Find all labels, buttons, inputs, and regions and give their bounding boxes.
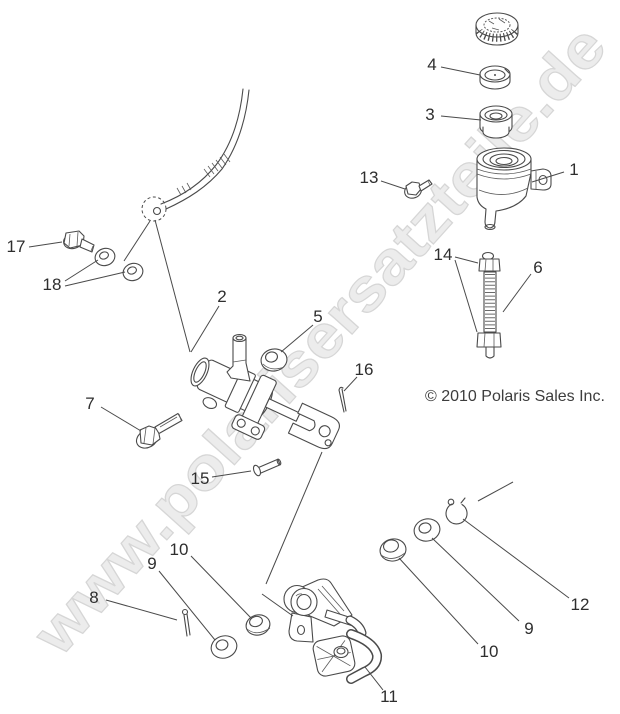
leader-line-9 xyxy=(158,570,216,641)
callout-5: 5 xyxy=(313,307,322,326)
callout-2: 2 xyxy=(217,287,226,306)
washer-9-left xyxy=(210,635,238,659)
sealing-washer-18a xyxy=(94,247,116,267)
reservoir-bolt xyxy=(404,179,433,199)
leader-line-2 xyxy=(190,305,220,353)
leader-line-18 xyxy=(64,259,99,282)
callout-12: 12 xyxy=(571,595,590,614)
leader-line-9 xyxy=(431,537,520,622)
brake-line xyxy=(160,88,250,210)
brake-hose xyxy=(476,251,502,359)
leader-line-3 xyxy=(440,115,482,121)
leader-line-4 xyxy=(440,66,481,76)
reservoir xyxy=(476,147,552,231)
leader-line-18 xyxy=(64,271,126,287)
callout-9: 9 xyxy=(147,554,156,573)
callout-13: 13 xyxy=(360,168,379,187)
hose-crimp-ticks xyxy=(176,153,231,196)
leader-line-11 xyxy=(364,666,384,691)
leader-line-8 xyxy=(105,599,178,621)
callout-9: 9 xyxy=(524,619,533,638)
callout-4: 4 xyxy=(427,55,436,74)
washer-9-right xyxy=(413,518,441,542)
leader-line-16 xyxy=(343,376,358,392)
master-cylinder xyxy=(190,333,341,450)
callout-6: 6 xyxy=(533,258,542,277)
diaphragm-seal xyxy=(479,105,513,139)
cotter-pin-upper xyxy=(338,386,347,413)
reservoir-cap xyxy=(475,12,519,46)
leader-line-14 xyxy=(454,256,479,264)
grommet xyxy=(260,348,288,372)
callout-16: 16 xyxy=(355,360,374,379)
bushing-10-right xyxy=(379,538,407,562)
assembly-line-5 xyxy=(477,481,514,502)
leader-line-6 xyxy=(502,273,532,313)
callout-11: 11 xyxy=(380,687,398,706)
leader-line-5 xyxy=(280,324,314,353)
bushing-10-left xyxy=(245,614,271,636)
callout-10: 10 xyxy=(170,540,189,559)
banjo-bolt xyxy=(63,230,95,253)
leader-line-12 xyxy=(462,518,570,599)
copyright-text: © 2010 Polaris Sales Inc. xyxy=(425,388,605,405)
assembly-line-1 xyxy=(123,220,151,262)
callout-18: 18 xyxy=(43,275,62,294)
callout-3: 3 xyxy=(425,105,434,124)
cotter-pin-lower xyxy=(181,608,191,637)
reservoir-port xyxy=(226,333,251,382)
leader-line-13 xyxy=(380,180,406,190)
assembly-line-4 xyxy=(261,593,294,617)
leader-line-14 xyxy=(454,259,478,333)
leader-lines xyxy=(28,66,570,691)
banjo-fitting xyxy=(141,196,167,222)
clevis-pin xyxy=(252,458,282,477)
leader-line-10 xyxy=(190,555,252,619)
leader-line-7 xyxy=(100,406,142,432)
callout-14: 14 xyxy=(434,245,453,264)
callout-10: 10 xyxy=(480,642,499,661)
callout-1: 1 xyxy=(569,160,578,179)
callout-7: 7 xyxy=(85,394,94,413)
callout-15: 15 xyxy=(191,469,210,488)
assembly-line-3 xyxy=(265,451,323,585)
leader-line-15 xyxy=(211,470,252,478)
pedal-assembly xyxy=(283,578,383,684)
assembly-line-2 xyxy=(154,219,191,353)
sealing-washer-18b xyxy=(122,262,144,282)
leader-line-17 xyxy=(28,241,63,248)
leader-line-10 xyxy=(398,557,479,645)
leader-line-1 xyxy=(531,171,565,183)
pedal-pad xyxy=(312,635,356,677)
mounting-bolt xyxy=(135,412,183,449)
callout-17: 17 xyxy=(7,237,26,256)
snap-ring xyxy=(445,497,468,525)
callout-8: 8 xyxy=(89,588,98,607)
diaphragm-plate xyxy=(479,65,511,90)
